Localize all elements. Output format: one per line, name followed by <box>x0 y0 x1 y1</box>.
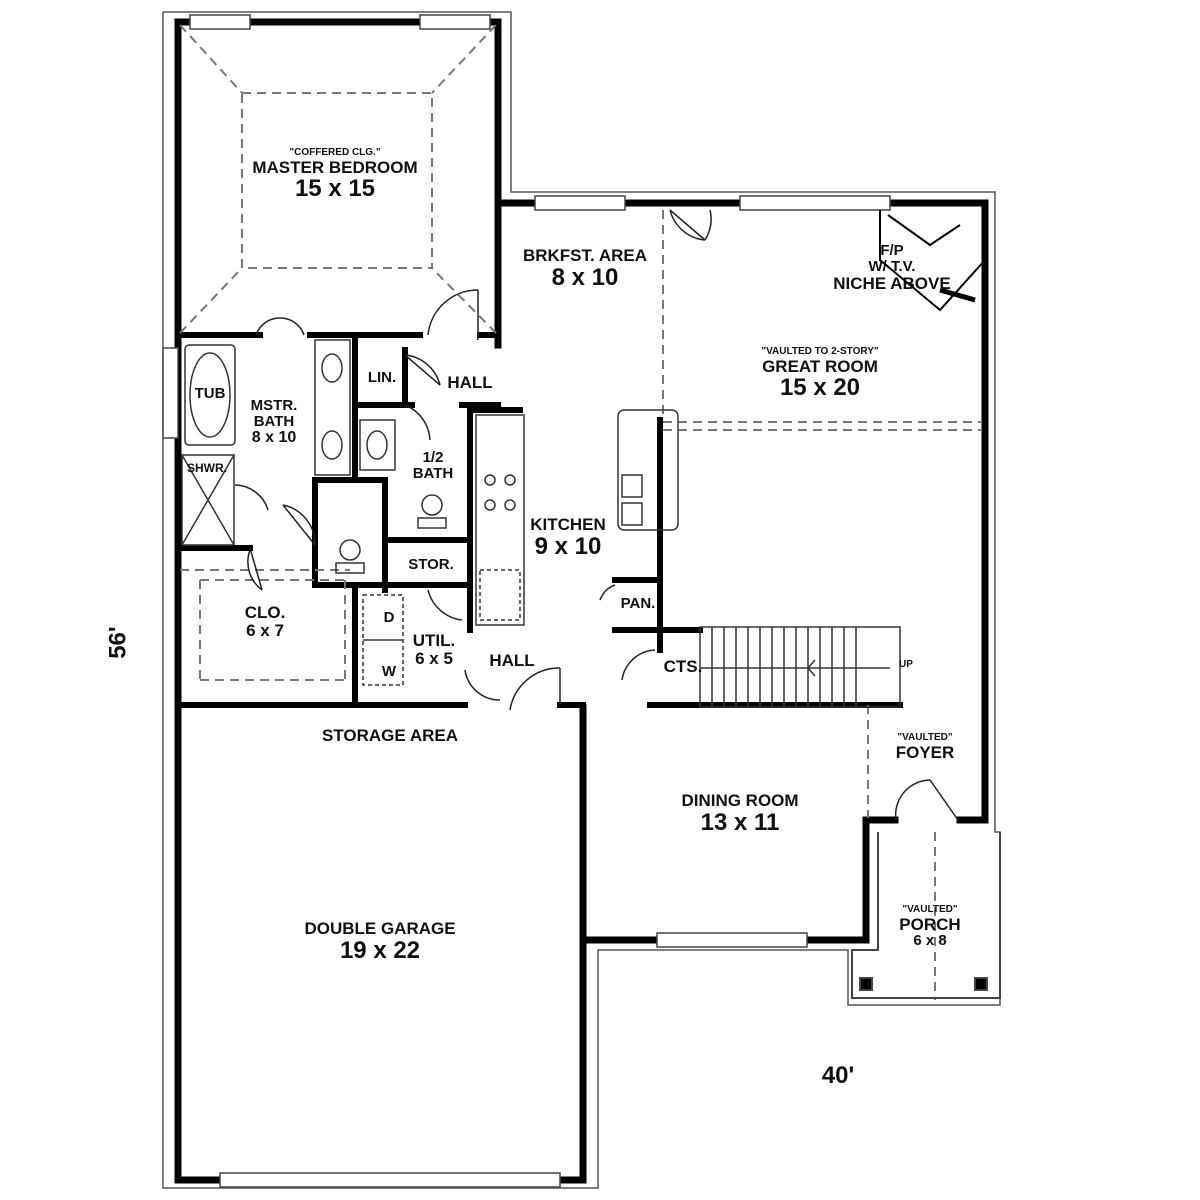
washer-name: W <box>381 663 397 680</box>
porch-dims: 6 x 8 <box>913 932 947 950</box>
kitchen-dims: 9 x 10 <box>534 532 602 560</box>
hall-lower-name: HALL <box>489 651 535 670</box>
master-bath-label: MSTR. BATH 8 x 10 <box>238 398 310 446</box>
master-bedroom-name: MASTER BEDROOM <box>252 157 418 177</box>
closet-name: CLO. <box>244 603 286 622</box>
master-bedroom-label: "COFFERED CLG." MASTER BEDROOM 15 x 15 <box>225 147 445 203</box>
storage-small-name: STOR. <box>408 556 454 573</box>
master-bath-dims: 8 x 10 <box>251 428 297 446</box>
depth-dimension: 56' <box>104 613 132 673</box>
breakfast-label: BRKFST. AREA 8 x 10 <box>500 247 670 290</box>
dining-dims: 13 x 11 <box>700 808 780 836</box>
garage-label: DOUBLE GARAGE 19 x 22 <box>270 920 490 963</box>
porch-note: "VAULTED" <box>902 904 958 915</box>
fireplace <box>879 210 986 312</box>
closet-label: CLO. 6 x 7 <box>215 604 315 640</box>
dashed-lines <box>179 24 982 1000</box>
dining-label: DINING ROOM 13 x 11 <box>650 792 830 835</box>
dining-name: DINING ROOM <box>681 791 799 810</box>
storage-small-label: STOR. <box>393 557 469 573</box>
linen-name: LIN. <box>367 369 397 386</box>
porch-label: "VAULTED" PORCH 6 x 8 <box>875 904 985 950</box>
stairs-label: UP <box>893 659 919 671</box>
interior-walls <box>175 332 903 708</box>
kitchen-label: KITCHEN 9 x 10 <box>518 516 618 559</box>
great-room-name: GREAT ROOM <box>762 356 878 376</box>
coats-label: CTS. <box>653 658 713 676</box>
master-bedroom-note: "COFFERED CLG." <box>289 147 381 158</box>
width-dimension-text: 40' <box>821 1062 855 1089</box>
door-swings <box>234 209 959 821</box>
washer-label: W <box>376 664 402 680</box>
great-room-dims: 15 x 20 <box>779 374 861 402</box>
coats-name: CTS. <box>663 657 703 676</box>
kitchen-name: KITCHEN <box>530 515 606 534</box>
fireplace-line3: NICHE ABOVE <box>833 273 951 293</box>
pantry-name: PAN. <box>620 595 656 612</box>
closet-dims: 6 x 7 <box>246 620 284 640</box>
breakfast-dims: 8 x 10 <box>551 263 619 291</box>
fireplace-label: F/P W/ T.V. NICHE ABOVE <box>812 243 972 292</box>
foyer-label: "VAULTED" FOYER <box>870 732 980 762</box>
great-room-note: "VAULTED TO 2-STORY" <box>761 346 879 357</box>
hall-upper-label: HALL <box>440 374 500 392</box>
dryer-label: D <box>376 610 402 626</box>
outer-outline <box>162 11 1001 1189</box>
foyer-name: FOYER <box>895 742 955 762</box>
fireplace-line1: F/P <box>880 242 904 259</box>
pantry-label: PAN. <box>613 596 663 612</box>
width-dimension: 40' <box>808 1063 868 1088</box>
great-room-label: "VAULTED TO 2-STORY" GREAT ROOM 15 x 20 <box>710 346 930 402</box>
utility-name: UTIL. <box>412 631 456 650</box>
foyer-note: "VAULTED" <box>897 732 953 743</box>
utility-dims: 6 x 5 <box>415 648 453 668</box>
master-bath-line1: MSTR. <box>250 397 298 414</box>
breakfast-name: BRKFST. AREA <box>522 246 648 265</box>
windows <box>162 14 891 1188</box>
stairs-up-text: UP <box>899 659 913 670</box>
tub-label: TUB <box>186 386 234 402</box>
shower-name: SHWR. <box>187 461 227 475</box>
stairs <box>699 626 901 708</box>
storage-area-name: STORAGE AREA <box>321 726 459 745</box>
half-bath-line2: BATH <box>412 464 454 482</box>
half-bath-label: 1/2 BATH <box>398 450 468 482</box>
depth-dimension-text: 56' <box>104 626 132 659</box>
hall-upper-name: HALL <box>447 373 493 392</box>
fireplace-line2: W/ T.V. <box>868 257 916 275</box>
utility-label: UTIL. 6 x 5 <box>404 632 464 668</box>
fixtures <box>181 339 679 686</box>
garage-name: DOUBLE GARAGE <box>304 919 456 938</box>
half-bath-line1: 1/2 <box>422 449 444 466</box>
porch-name: PORCH <box>899 914 961 934</box>
linen-label: LIN. <box>362 370 402 386</box>
storage-area-label: STORAGE AREA <box>290 727 490 745</box>
porch-outline <box>851 832 1001 999</box>
master-bedroom-dims: 15 x 15 <box>294 175 376 203</box>
shower-label: SHWR. <box>178 462 236 475</box>
dryer-name: D <box>383 609 395 626</box>
garage-dims: 19 x 22 <box>339 936 421 964</box>
hall-lower-label: HALL <box>482 652 542 670</box>
tub-name: TUB <box>194 385 226 402</box>
master-bath-line2: BATH <box>253 412 295 430</box>
